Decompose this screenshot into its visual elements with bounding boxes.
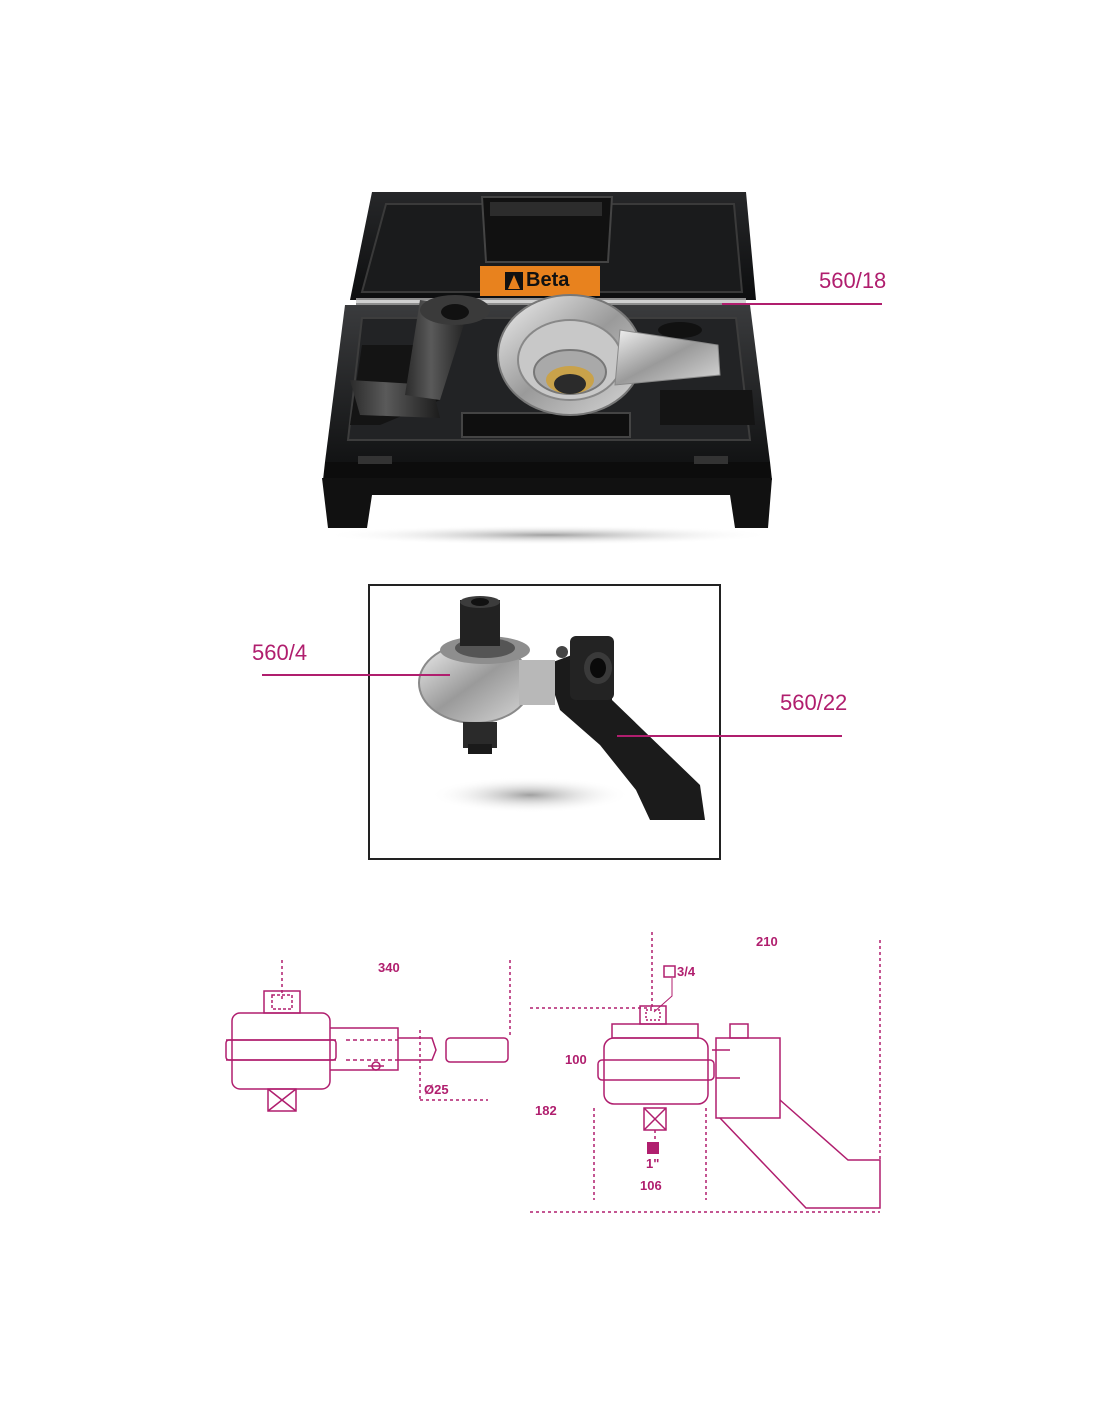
- dim-100: 100: [565, 1052, 587, 1067]
- drive-leader-line: [653, 978, 673, 1013]
- drawing-right: [530, 932, 881, 1213]
- dim-drive-3-4: 3/4: [677, 964, 696, 979]
- callout-560-18: 560/18: [819, 268, 887, 293]
- reaction-bar: [350, 295, 490, 418]
- drawing-left: [225, 960, 511, 1112]
- dim-210: 210: [756, 934, 778, 949]
- dim-106: 106: [640, 1178, 662, 1193]
- beta-logo-text: Beta: [526, 269, 570, 291]
- callout-560-22: 560/22: [780, 690, 848, 715]
- dim-182: 182: [535, 1103, 557, 1118]
- dim-diameter-25: Ø25: [424, 1082, 449, 1097]
- callout-560-4: 560/4: [252, 640, 308, 665]
- dim-drive-1-inch: 1": [646, 1156, 660, 1171]
- logo-panel: [480, 266, 600, 296]
- square-drive-outline-icon: [663, 965, 676, 978]
- case-lid: [350, 192, 756, 300]
- square-drive-marker-icon: [647, 1142, 659, 1154]
- dim-340: 340: [378, 960, 400, 975]
- detail-assembly: [418, 596, 705, 820]
- torque-multiplier: [497, 294, 721, 416]
